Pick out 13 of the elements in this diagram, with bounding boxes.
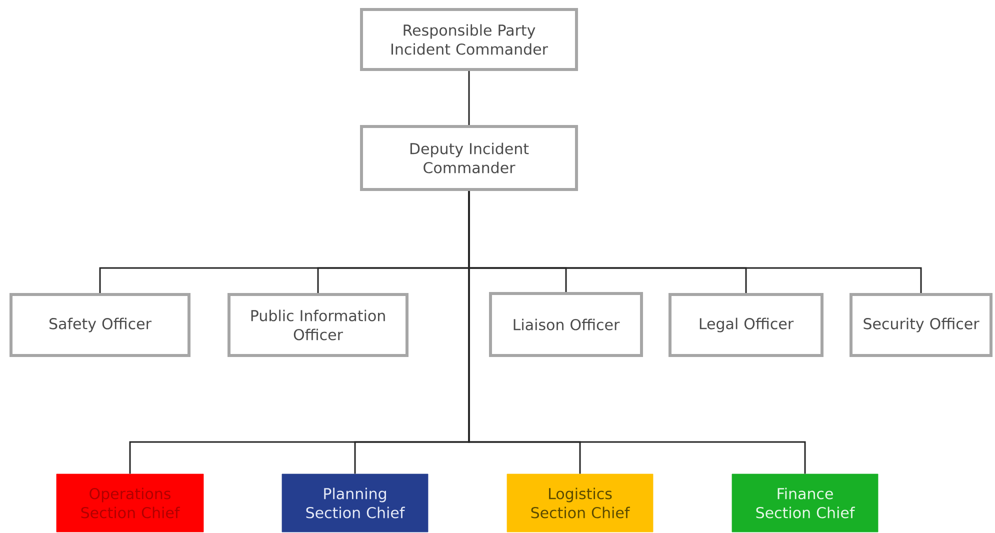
officer-box: Liaison Officer [489, 292, 643, 357]
section-chief-box: Finance Section Chief [732, 474, 878, 532]
commander-box: Deputy Incident Commander [360, 125, 578, 191]
section-chief-box: Logistics Section Chief [506, 474, 654, 532]
officer-box: Security Officer [850, 293, 992, 357]
commander-box: Responsible Party Incident Commander [360, 8, 578, 71]
connector-line [468, 191, 806, 474]
officer-box: Public Information Officer [228, 293, 408, 357]
officer-box: Legal Officer [668, 293, 824, 357]
officer-box: Safety Officer [10, 293, 190, 357]
connector-line [468, 71, 470, 125]
section-chief-box: Planning Section Chief [282, 474, 428, 532]
section-chief-box: Operations Section Chief [56, 474, 204, 532]
